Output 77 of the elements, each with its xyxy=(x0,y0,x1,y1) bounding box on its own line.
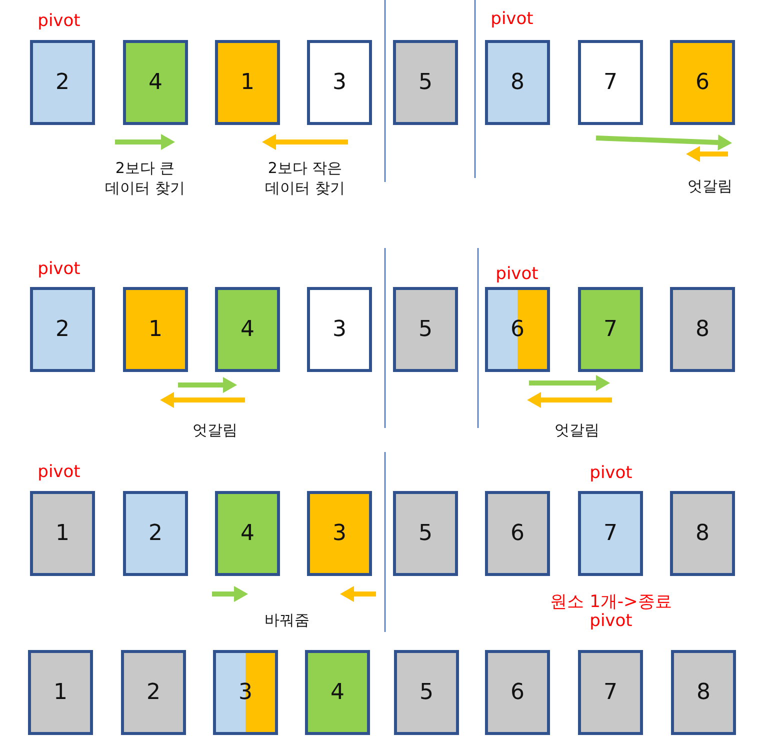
pivot-label: pivot xyxy=(36,10,82,33)
number-box xyxy=(485,40,550,125)
note-text: 2보다 작은 데이터 찾기 xyxy=(264,158,346,198)
number-text: 6 xyxy=(510,521,524,546)
number-box xyxy=(393,40,458,125)
pivot-label: pivot xyxy=(588,610,634,633)
number-box xyxy=(578,650,643,735)
number-text: 4 xyxy=(330,680,344,705)
number-box xyxy=(393,491,458,576)
number-text: 2 xyxy=(56,317,70,342)
number-box xyxy=(307,287,372,372)
number-box xyxy=(670,287,735,372)
number-box xyxy=(215,40,280,125)
number-text: 5 xyxy=(418,317,432,342)
number-text: 7 xyxy=(604,70,618,95)
number-box xyxy=(28,650,93,735)
note-text: 엇갈림 xyxy=(686,176,734,196)
number-text: 3 xyxy=(238,680,252,705)
number-box xyxy=(121,650,186,735)
number-text: 8 xyxy=(696,680,710,705)
number-box xyxy=(670,491,735,576)
number-text: 5 xyxy=(420,680,434,705)
number-box xyxy=(123,40,188,125)
number-box xyxy=(123,491,188,576)
number-box xyxy=(213,650,278,735)
number-text: 3 xyxy=(332,521,346,546)
number-box xyxy=(578,40,643,125)
number-text: 1 xyxy=(240,70,254,95)
note-text: 바꿔줌 xyxy=(264,610,310,630)
number-text: 7 xyxy=(604,521,618,546)
number-text: 1 xyxy=(148,317,162,342)
number-text: 4 xyxy=(240,317,254,342)
number-text: 5 xyxy=(418,70,432,95)
number-text: 1 xyxy=(56,521,70,546)
number-box xyxy=(215,491,280,576)
number-text: 5 xyxy=(418,521,432,546)
number-box xyxy=(30,40,95,125)
number-text: 4 xyxy=(240,521,254,546)
number-box xyxy=(671,650,736,735)
number-box xyxy=(307,491,372,576)
pivot-label: pivot xyxy=(36,461,82,484)
number-text: 6 xyxy=(696,70,710,95)
number-box xyxy=(123,287,188,372)
number-box xyxy=(307,40,372,125)
pivot-label: pivot xyxy=(494,263,540,286)
pivot-label: pivot xyxy=(36,258,82,281)
number-text: 8 xyxy=(696,317,710,342)
number-text: 1 xyxy=(54,680,68,705)
note-text: 엇갈림 xyxy=(554,420,600,440)
note-text: 엇갈림 xyxy=(192,420,238,440)
note-text: 2보다 큰 데이터 찾기 xyxy=(104,158,186,198)
pivot-label: pivot xyxy=(588,462,634,485)
pivot-label: 원소 1개->종료 xyxy=(549,591,673,613)
number-box xyxy=(30,491,95,576)
number-text: 2 xyxy=(148,521,162,546)
number-box xyxy=(578,491,643,576)
number-box xyxy=(215,287,280,372)
number-text: 2 xyxy=(146,680,160,705)
number-text: 2 xyxy=(56,70,70,95)
number-text: 3 xyxy=(332,317,346,342)
number-text: 7 xyxy=(604,680,618,705)
number-box xyxy=(485,287,550,372)
number-box xyxy=(485,650,550,735)
number-box xyxy=(393,287,458,372)
number-text: 8 xyxy=(510,70,524,95)
number-box xyxy=(485,491,550,576)
number-text: 3 xyxy=(332,70,346,95)
number-text: 8 xyxy=(696,521,710,546)
pivot-label: pivot xyxy=(490,8,534,31)
number-box xyxy=(578,287,643,372)
number-text: 7 xyxy=(604,317,618,342)
number-box xyxy=(394,650,459,735)
number-box xyxy=(305,650,370,735)
number-text: 4 xyxy=(148,70,162,95)
number-text: 6 xyxy=(510,680,524,705)
number-box xyxy=(30,287,95,372)
number-box xyxy=(670,40,735,125)
